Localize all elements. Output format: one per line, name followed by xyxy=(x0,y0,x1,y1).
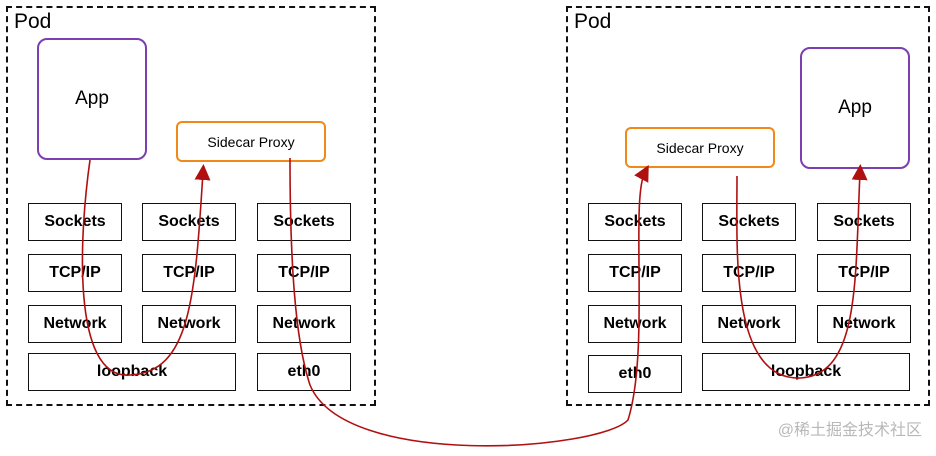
pod-left-loopback: loopback xyxy=(28,353,236,391)
pod-left-app: App xyxy=(37,38,147,160)
watermark: @稀土掘金技术社区 xyxy=(777,422,922,439)
pod-left-tcpip-1: TCP/IP xyxy=(28,254,122,292)
pod-right-network-3: Network xyxy=(817,305,911,343)
pod-right-tcpip-1: TCP/IP xyxy=(588,254,682,292)
pod-left-tcpip-3: TCP/IP xyxy=(257,254,351,292)
pod-right-sockets-1: Sockets xyxy=(588,203,682,241)
pod-right-sidecar-proxy: Sidecar Proxy xyxy=(625,127,775,168)
pod-left-eth0: eth0 xyxy=(257,353,351,391)
pod-right-network-1: Network xyxy=(588,305,682,343)
pod-left-tcpip-2: TCP/IP xyxy=(142,254,236,292)
pod-right-sockets-3: Sockets xyxy=(817,203,911,241)
pod-right-network-2: Network xyxy=(702,305,796,343)
pod-right-app: App xyxy=(800,47,910,169)
pod-left-sidecar-proxy: Sidecar Proxy xyxy=(176,121,326,162)
pod-left-sockets-2: Sockets xyxy=(142,203,236,241)
pod-left-sockets-1: Sockets xyxy=(28,203,122,241)
pod-right-loopback: loopback xyxy=(702,353,910,391)
pod-left-sockets-3: Sockets xyxy=(257,203,351,241)
pod-left-network-2: Network xyxy=(142,305,236,343)
pod-left-network-3: Network xyxy=(257,305,351,343)
pod-right-label: Pod xyxy=(574,10,612,33)
pod-right-sockets-2: Sockets xyxy=(702,203,796,241)
pod-right-eth0: eth0 xyxy=(588,355,682,393)
pod-right-tcpip-3: TCP/IP xyxy=(817,254,911,292)
pod-right-tcpip-2: TCP/IP xyxy=(702,254,796,292)
pod-left-label: Pod xyxy=(14,10,52,33)
pod-left-network-1: Network xyxy=(28,305,122,343)
